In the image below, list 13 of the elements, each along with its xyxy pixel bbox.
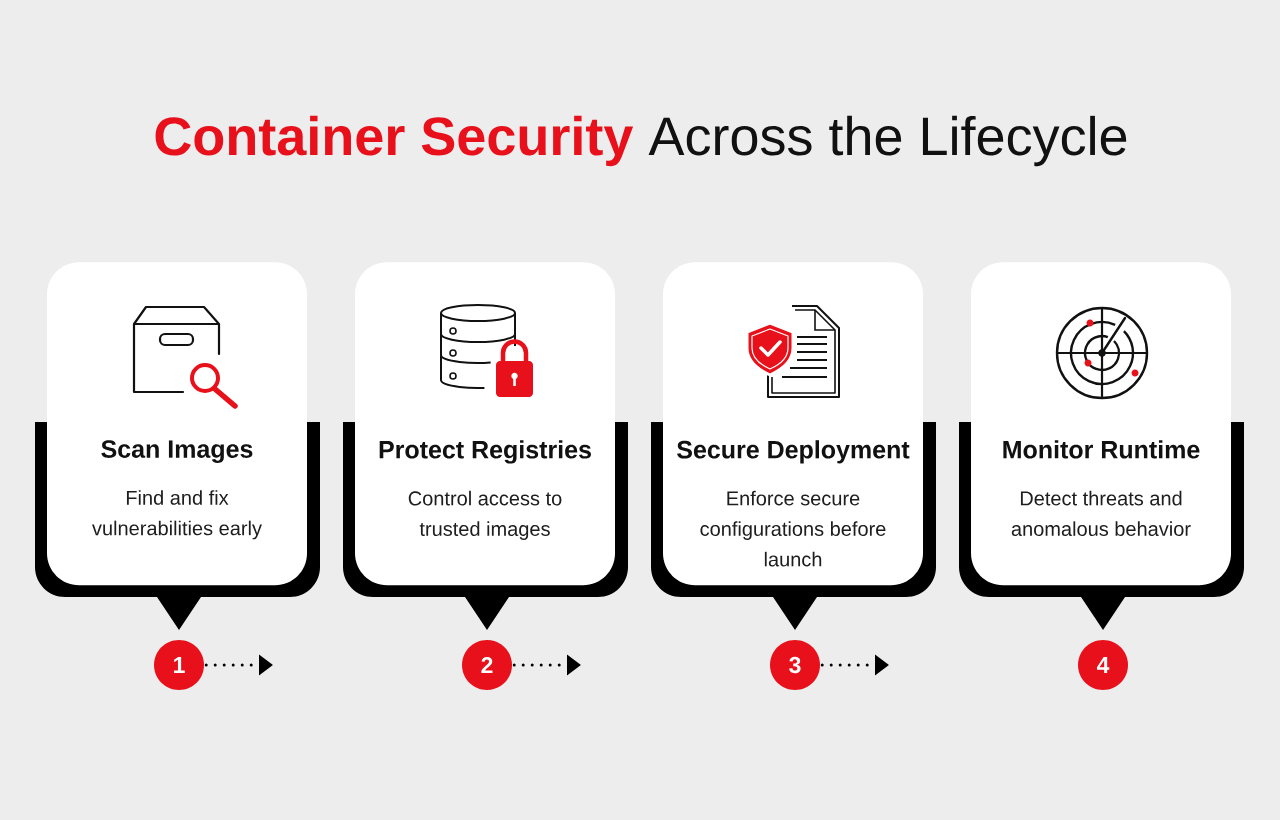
card-text: Control access to trusted images	[408, 490, 562, 540]
callout-card	[343, 262, 628, 630]
callout-card	[959, 262, 1244, 630]
title: Container Security Across the Lifecycle	[155, 115, 1127, 167]
card-heading: Scan Images	[101, 440, 253, 463]
card-heading: Monitor Runtime	[1003, 440, 1200, 459]
card-heading: Secure Deployment	[677, 440, 910, 464]
card-heading: Protect Registries	[379, 440, 591, 464]
card-text: Detect threats and anomalous behavior	[1011, 490, 1191, 536]
card-text: Enforce secure configurations before launch	[700, 490, 886, 567]
card-text: Find and fix vulnerabilities early	[92, 490, 262, 540]
callout-card	[651, 262, 936, 630]
callout-card	[35, 262, 320, 630]
